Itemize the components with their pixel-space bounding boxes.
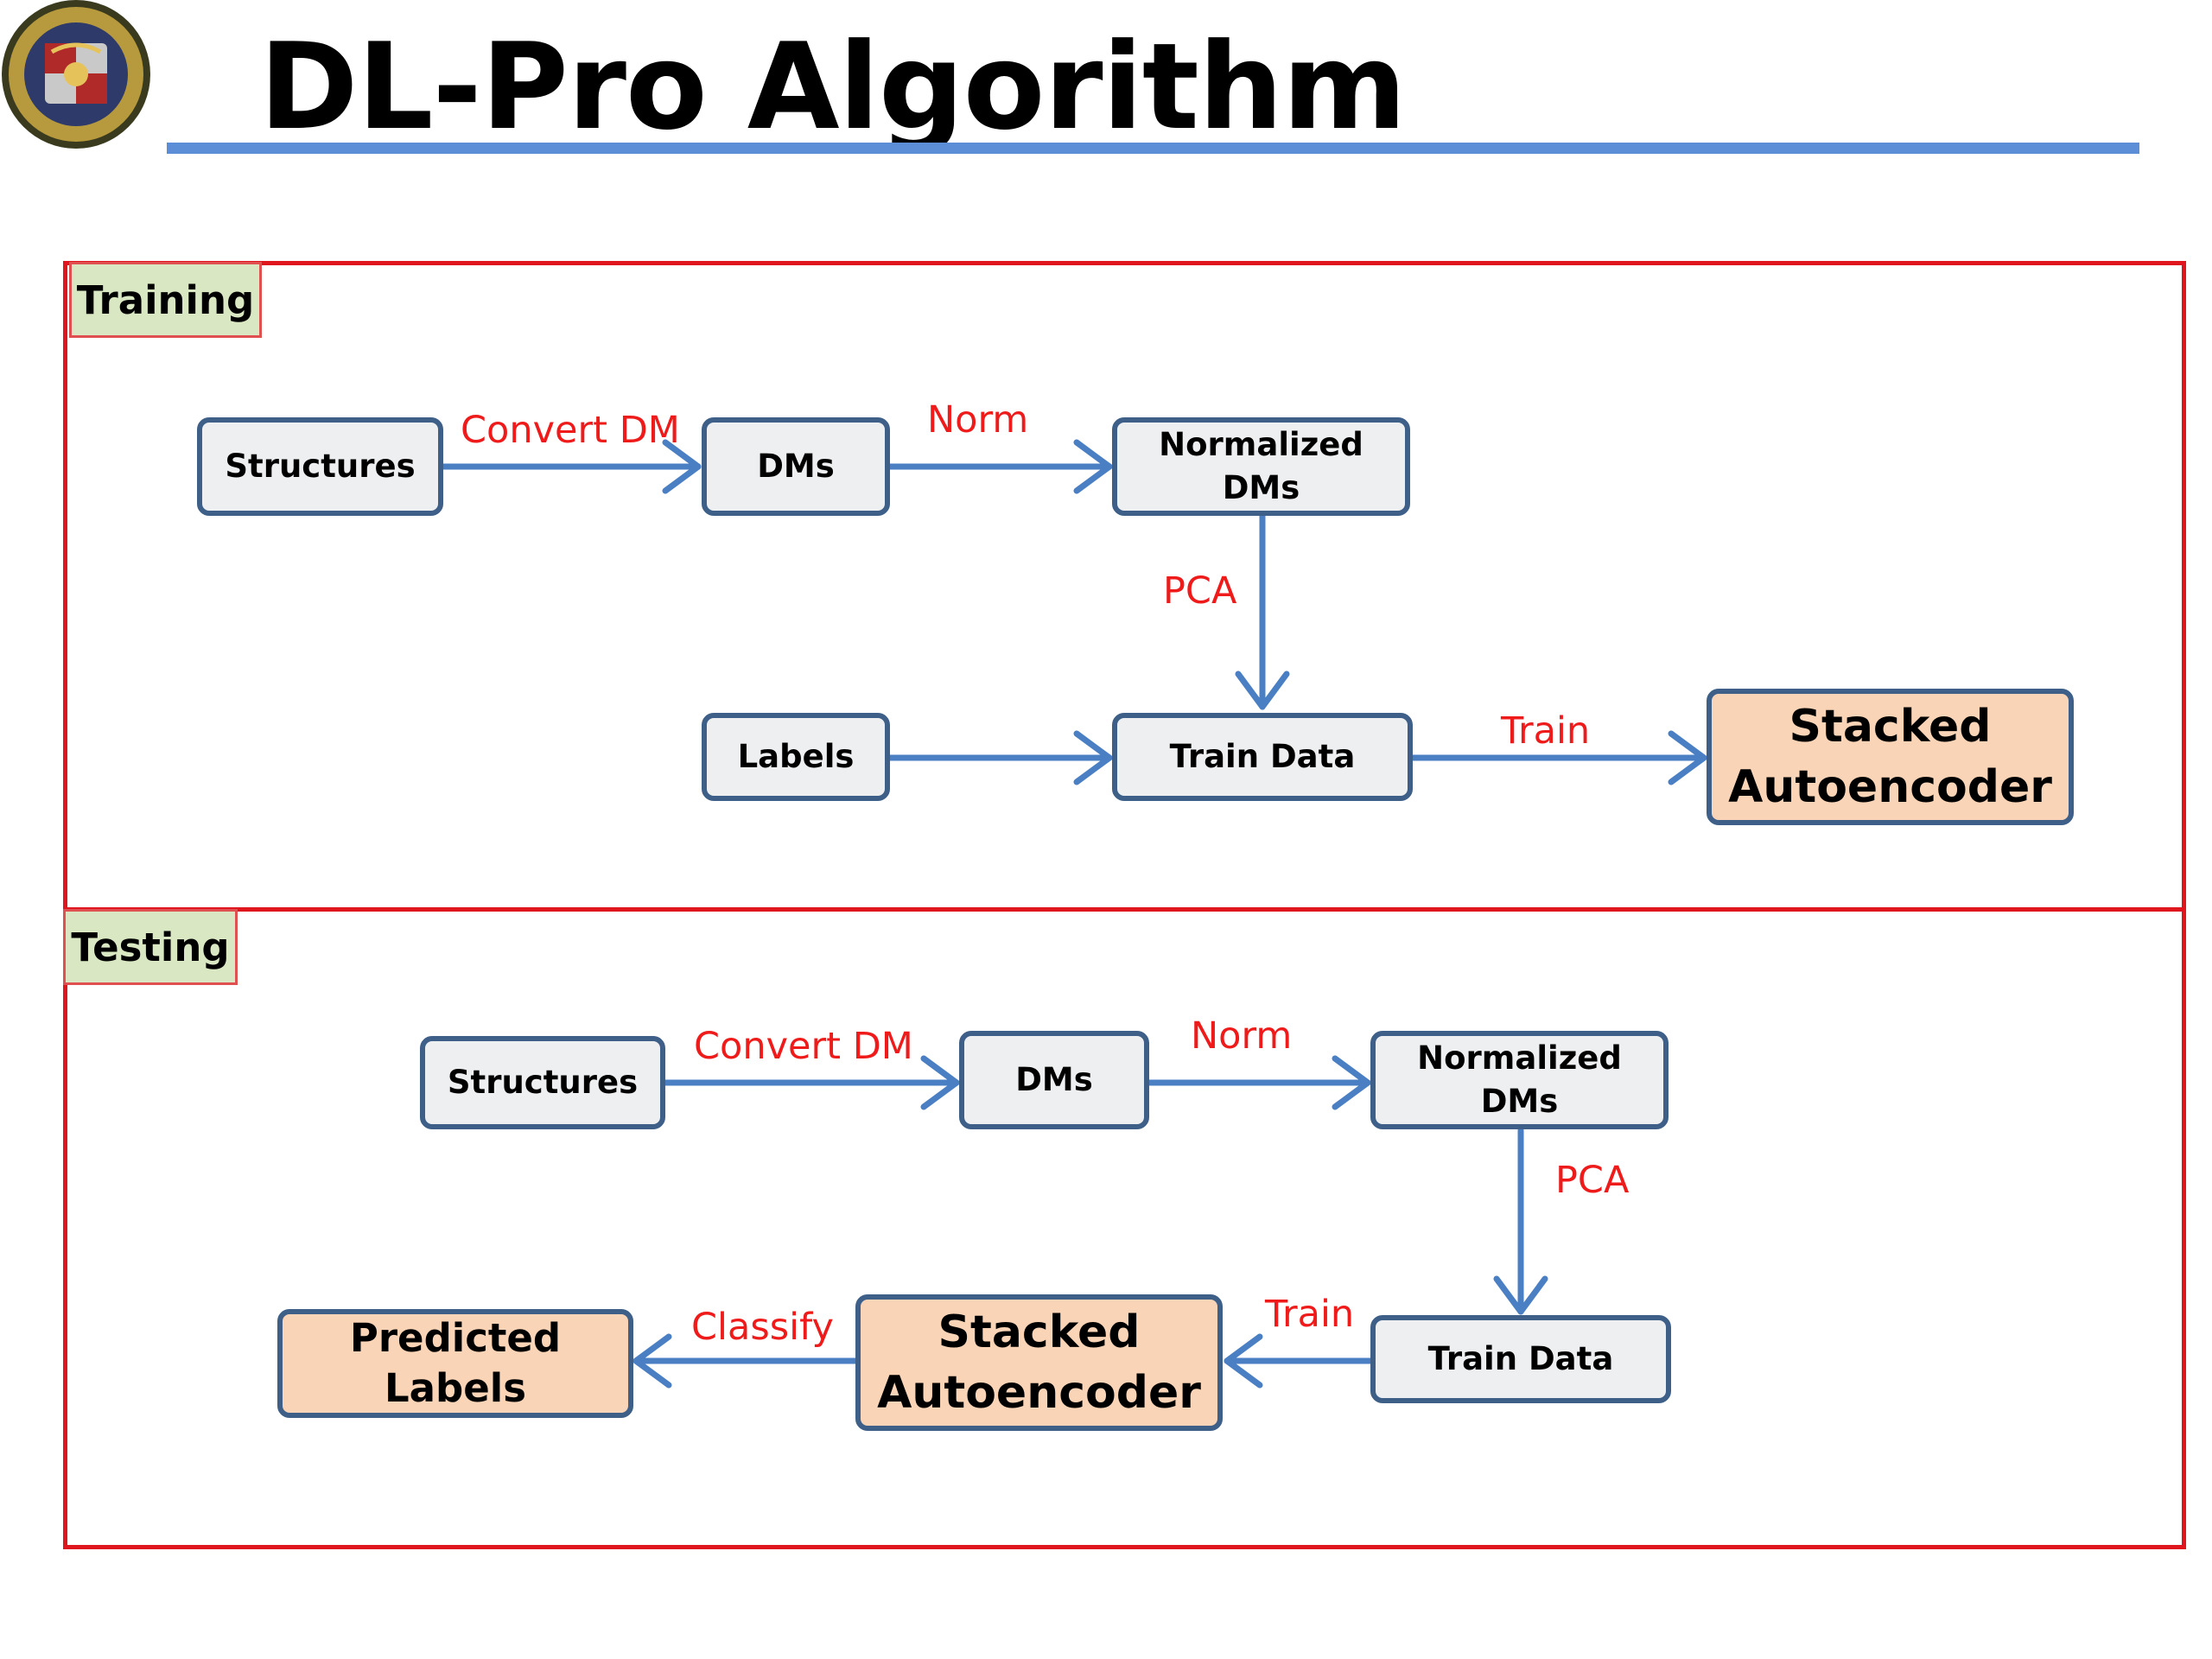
train-norm-label: Norm [927,398,1029,442]
test-pca-label: PCA [1555,1159,1630,1202]
test-normalized-line1: Normalized [1417,1039,1622,1077]
test-predicted-labels-box: Predicted Labels [277,1309,633,1418]
train-labels-label: Labels [737,738,855,776]
test-norm-label: Norm [1191,1014,1293,1058]
train-normalized-dms-box: Normalized DMs [1112,417,1410,516]
train-stacked-line1: Stacked [1789,700,1992,753]
test-structures-box: Structures [420,1036,665,1129]
train-dms-box: DMs [702,417,890,516]
test-stacked-autoencoder-box: Stacked Autoencoder [855,1294,1223,1431]
train-stacked-autoencoder-box: Stacked Autoencoder [1707,689,2074,825]
test-stacked-line2: Autoencoder [877,1367,1201,1419]
test-structures-label: Structures [447,1064,639,1102]
test-train-label: Train [1265,1293,1355,1336]
train-labels-box: Labels [702,713,890,801]
title-underline [167,143,2139,154]
train-convert-dm-label: Convert DM [461,409,680,452]
test-train-data-box: Train Data [1370,1315,1671,1403]
test-stacked-line1: Stacked [938,1306,1141,1358]
test-convert-dm-label: Convert DM [694,1025,913,1068]
test-normalized-dms-box: Normalized DMs [1370,1031,1669,1129]
train-normalized-line1: Normalized [1159,426,1363,464]
train-train-data-label: Train Data [1169,738,1356,776]
university-seal-logo [2,0,150,149]
testing-section [63,907,2186,1549]
testing-tag: Testing [63,909,238,985]
test-train-data-label: Train Data [1427,1340,1614,1378]
train-dms-label: DMs [757,448,835,486]
train-structures-label: Structures [225,448,416,486]
train-normalized-line2: DMs [1222,469,1300,506]
train-pca-label: PCA [1163,569,1237,613]
test-dms-label: DMs [1015,1061,1093,1099]
test-predicted-line2: Labels [385,1365,526,1411]
training-tag: Training [69,262,262,338]
train-stacked-line2: Autoencoder [1728,761,2052,813]
page-title: DL-Pro Algorithm [259,17,1407,156]
train-train-label: Train [1501,709,1591,753]
test-classify-label: Classify [691,1306,834,1349]
test-normalized-line2: DMs [1480,1083,1559,1120]
train-train-data-box: Train Data [1112,713,1413,801]
test-predicted-line1: Predicted [349,1314,562,1361]
train-structures-box: Structures [197,417,443,516]
test-dms-box: DMs [959,1031,1149,1129]
